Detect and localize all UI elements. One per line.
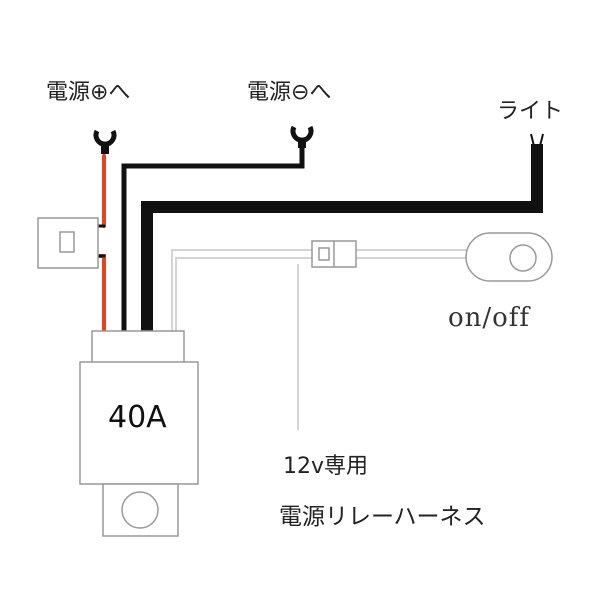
ring-terminal-icon [93,129,117,154]
negative-wire [121,140,305,332]
relay-box-icon [79,361,199,485]
battery-positive-label: 電源⊕へ [46,80,131,105]
light-wire [141,144,543,332]
voltage-note: 12v専用 [283,454,369,479]
wire-split-icon [530,133,544,147]
light-label: ライト [497,99,564,124]
toggle-switch-icon [465,232,553,282]
fuse-holder-icon [37,217,99,269]
switch-label: on/off [448,303,531,333]
battery-negative-label: 電源⊖へ [247,80,332,105]
relay-connector [91,330,185,364]
mounting-hole-icon [102,483,179,537]
inline-connector-icon [311,240,357,268]
product-name: 電源リレーハーネス [279,504,486,530]
relay-rating-label: 40A [108,400,167,435]
switch-wire [171,249,470,430]
ring-terminal-icon [290,125,314,148]
positive-wire [96,154,106,334]
